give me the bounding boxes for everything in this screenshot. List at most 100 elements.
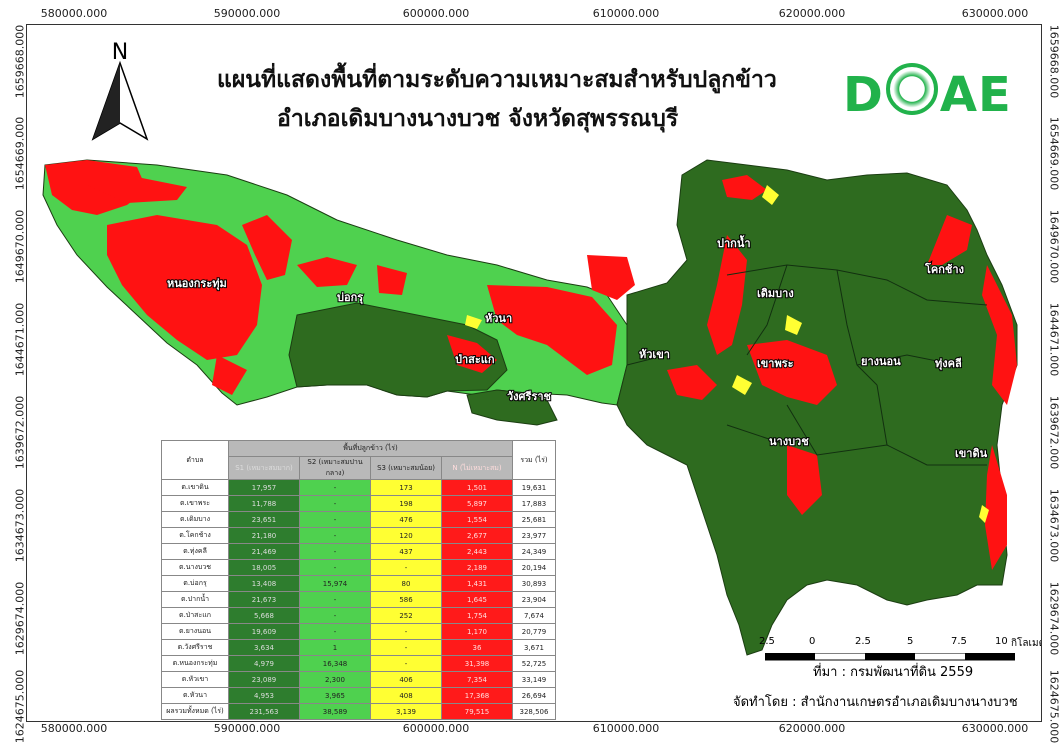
cell-s1: 21,673: [228, 591, 300, 608]
cell-s1: 11,788: [228, 495, 300, 512]
cell-s1: 5,668: [228, 607, 300, 624]
y-coord-right-6: 1629674.000: [1047, 581, 1061, 656]
cell-total: 19,631: [512, 479, 556, 496]
y-coord-left-3: 1644671.000: [13, 302, 27, 377]
cell-n: 1,170: [441, 623, 513, 640]
cell-name: ต.หัวนา: [161, 687, 229, 704]
header-top: พื้นที่ปลูกข้าว (ไร่): [228, 440, 513, 457]
cell-s1: 21,469: [228, 543, 300, 560]
cell-s3: 198: [370, 495, 442, 512]
cell-total: 23,977: [512, 527, 556, 544]
y-coord-left-5: 1634673.000: [13, 488, 27, 563]
center-red-2: [447, 335, 497, 373]
cell-total: 20,194: [512, 559, 556, 576]
west-red-2: [107, 215, 262, 360]
x-coord-bottom-2: 600000.000: [402, 722, 470, 735]
cell-s1: 19,609: [228, 623, 300, 640]
cell-name: ต.วังศรีราช: [161, 639, 229, 656]
x-coord-top-2: 600000.000: [402, 7, 470, 20]
y-coord-left-2: 1649670.000: [13, 209, 27, 284]
yellow-3: [732, 375, 752, 395]
col-s2-header: S2 (เหมาะสมปานกลาง): [299, 456, 371, 480]
yellow-1: [762, 185, 779, 205]
x-coord-top-0: 580000.000: [40, 7, 108, 20]
y-coord-right-1: 1654669.000: [1047, 116, 1061, 191]
cell-total: 52,725: [512, 655, 556, 672]
x-coord-top-5: 630000.000: [961, 7, 1029, 20]
cell-n: 2,189: [441, 559, 513, 576]
cell-s2: -: [299, 607, 371, 624]
place-wang-si-rat: วังศรีราช: [507, 390, 552, 403]
col-n-header: N (ไม่เหมาะสม): [441, 456, 513, 480]
place-pa-sakae: ป่าสะแก: [455, 353, 495, 366]
cell-s3: 406: [370, 671, 442, 688]
east-red-6: [982, 265, 1017, 405]
area-table: ตำบล พื้นที่ปลูกข้าว (ไร่) รวม (ไร่) S1 …: [161, 440, 556, 720]
cell-total: 20,779: [512, 623, 556, 640]
cell-s1: 23,651: [228, 511, 300, 528]
east-red-8: [787, 445, 822, 515]
place-nang-buat: นางบวช: [769, 435, 809, 448]
cell-n: 7,354: [441, 671, 513, 688]
center-red-1: [487, 285, 617, 375]
cell-total: 17,883: [512, 495, 556, 512]
district-boundaries: [626, 264, 988, 466]
cell-s2: 3,965: [299, 687, 371, 704]
maker-text: จัดทำโดย : สำนักงานเกษตรอำเภอเดิมบางนางบ…: [733, 695, 1018, 710]
place-doem-bang: เดิมบาง: [757, 287, 794, 300]
east-region-base: [616, 159, 1018, 656]
place-yang-non: ยางนอน: [861, 355, 901, 368]
y-coord-right-4: 1639672.000: [1047, 395, 1061, 470]
cell-n: 1,431: [441, 575, 513, 592]
cell-n: 79,515: [441, 703, 513, 720]
place-pak-nam: ปากน้ำ: [717, 235, 751, 250]
yellow-2: [785, 315, 802, 335]
east-red-7: [985, 445, 1007, 570]
cell-s1: 17,957: [228, 479, 300, 496]
scale-tick-4: 7.5: [951, 636, 967, 647]
map-title-line1: แผนที่แสดงพื้นที่ตามระดับความเหมาะสมสำหร…: [217, 67, 777, 93]
scale-tick-1: 0: [809, 636, 816, 647]
y-coord-right-3: 1644671.000: [1047, 302, 1061, 377]
x-coord-bottom-4: 620000.000: [778, 722, 846, 735]
cell-s2: -: [299, 527, 371, 544]
west-red-4: [297, 257, 357, 287]
cell-name: ต.เขาพระ: [161, 495, 229, 512]
east-red-4: [667, 365, 717, 400]
west-red-6: [87, 175, 187, 203]
east-red-5: [927, 215, 972, 265]
cell-s3: -: [370, 559, 442, 576]
east-red-1: [722, 175, 767, 200]
cell-s2: -: [299, 543, 371, 560]
x-coord-top-3: 610000.000: [592, 7, 660, 20]
cell-s1: 23,089: [228, 671, 300, 688]
y-coord-left-0: 1659668.000: [13, 24, 27, 99]
place-bo-kru: บ่อกรุ: [337, 291, 363, 305]
east-red-9: [587, 255, 635, 300]
doae-seal-icon: [885, 63, 938, 115]
place-nong-krathum: หนองกระทุ่ม: [167, 277, 227, 291]
cell-s3: -: [370, 655, 442, 672]
cell-s2: -: [299, 495, 371, 512]
scale-bar: [765, 653, 1015, 661]
cell-s3: 586: [370, 591, 442, 608]
cell-total: 24,349: [512, 543, 556, 560]
cell-s3: 408: [370, 687, 442, 704]
col-s1-header: S1 (เหมาะสมมาก): [228, 456, 300, 480]
cell-s2: 2,300: [299, 671, 371, 688]
east-red-3: [747, 340, 837, 405]
x-coord-bottom-3: 610000.000: [592, 722, 660, 735]
y-coord-right-2: 1649670.000: [1047, 209, 1061, 284]
cell-s3: -: [370, 639, 442, 656]
cell-name: ต.ยางนอน: [161, 623, 229, 640]
cell-s3: 3,139: [370, 703, 442, 720]
